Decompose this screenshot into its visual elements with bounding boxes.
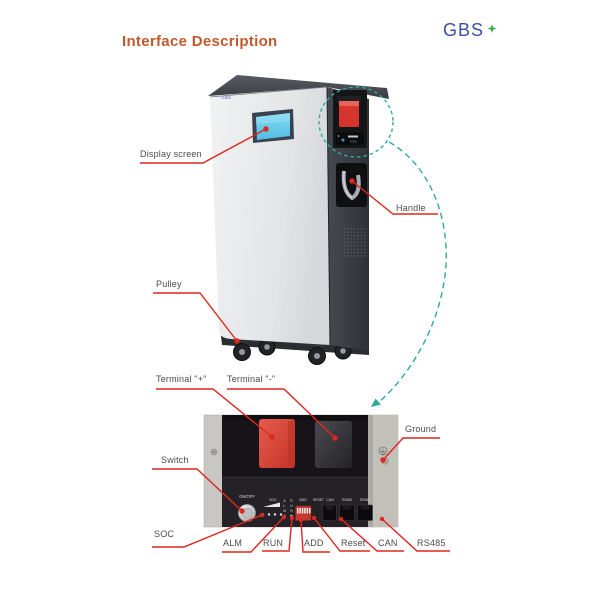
callout-add: ADD xyxy=(304,538,324,548)
svg-text:U: U xyxy=(290,504,293,508)
dashed-zoom-arrow xyxy=(378,141,447,403)
device-logo-text: GBS xyxy=(221,95,231,101)
leader-reset xyxy=(313,517,370,552)
leader-rs485 xyxy=(381,518,450,552)
brand-text: GBS xyxy=(443,20,485,40)
brand-star-icon xyxy=(487,18,497,39)
dashed-highlight-circle xyxy=(318,86,394,158)
brand-logo: GBS xyxy=(443,20,497,41)
callout-handle: Handle xyxy=(396,203,426,213)
leader-can xyxy=(340,518,404,552)
vent-grille xyxy=(344,227,367,257)
handle xyxy=(336,163,367,207)
callout-pulley: Pulley xyxy=(156,279,182,289)
callout-ground: Ground xyxy=(405,424,437,434)
device-side-face xyxy=(327,87,369,351)
terminal-minus-cover xyxy=(315,421,352,468)
device-front-face xyxy=(210,87,330,345)
leader-add xyxy=(300,519,330,553)
svg-text:L: L xyxy=(284,504,286,508)
breaker-switch xyxy=(339,101,359,127)
leader-alm xyxy=(222,516,285,553)
breaker-connector-area xyxy=(333,90,367,148)
terminal-panel-photo: ON/OFF SOC A L M R U N xyxy=(203,414,399,528)
leader-handle xyxy=(351,180,438,215)
callout-reset: Reset xyxy=(341,538,366,548)
panel-can-label: CAN xyxy=(326,498,334,502)
callout-terminal-plus: Terminal "+" xyxy=(156,374,207,384)
svg-text:M: M xyxy=(283,509,286,513)
callout-rs485: RS485 xyxy=(417,538,446,548)
svg-text:A: A xyxy=(283,499,286,503)
callout-run: RUN xyxy=(263,538,284,548)
device-top-lid xyxy=(208,75,389,99)
display-screen xyxy=(252,109,294,143)
panel-onoff-label: ON/OFF xyxy=(239,494,255,499)
device-base xyxy=(221,336,369,355)
can-port xyxy=(322,504,337,521)
page-title: Interface Description xyxy=(122,33,278,50)
dip-switch xyxy=(295,505,312,521)
panel-add-label: ADD xyxy=(299,498,307,502)
leader-switch xyxy=(152,468,243,512)
panel-reset-label: RESET xyxy=(313,498,324,502)
leader-run xyxy=(262,517,293,552)
svg-text:R: R xyxy=(290,499,293,503)
callout-soc: SOC xyxy=(154,529,175,539)
caster-wheel xyxy=(308,343,326,365)
leader-display-screen xyxy=(140,128,267,164)
leader-terminal-minus xyxy=(227,388,336,439)
panel-soc-label: SOC xyxy=(269,498,277,502)
ground-icon xyxy=(378,446,388,456)
svg-text:N: N xyxy=(290,509,293,513)
panel-rs485-left-label: RS485 xyxy=(342,498,352,502)
callout-alm: ALM xyxy=(223,538,243,548)
leader-terminal-plus xyxy=(156,388,273,438)
rs485-port xyxy=(339,504,355,521)
arrowhead-icon xyxy=(371,398,381,407)
callout-leaders xyxy=(140,126,450,553)
leader-ground xyxy=(382,437,440,461)
device-cabinet: GBS xyxy=(208,75,389,365)
terminal-plus-cover xyxy=(259,419,295,468)
rs485-port xyxy=(357,504,373,521)
reset-pinhole xyxy=(315,510,320,514)
panel-rs485-right-label: RS485 xyxy=(360,498,370,502)
callout-terminal-minus: Terminal "-" xyxy=(227,374,276,384)
leader-soc xyxy=(152,514,263,548)
callout-display-screen: Display screen xyxy=(140,149,202,159)
callout-switch: Switch xyxy=(161,455,189,465)
callout-can: CAN xyxy=(378,538,398,548)
leader-pulley xyxy=(153,292,238,342)
soc-wedge-icon xyxy=(263,502,280,507)
